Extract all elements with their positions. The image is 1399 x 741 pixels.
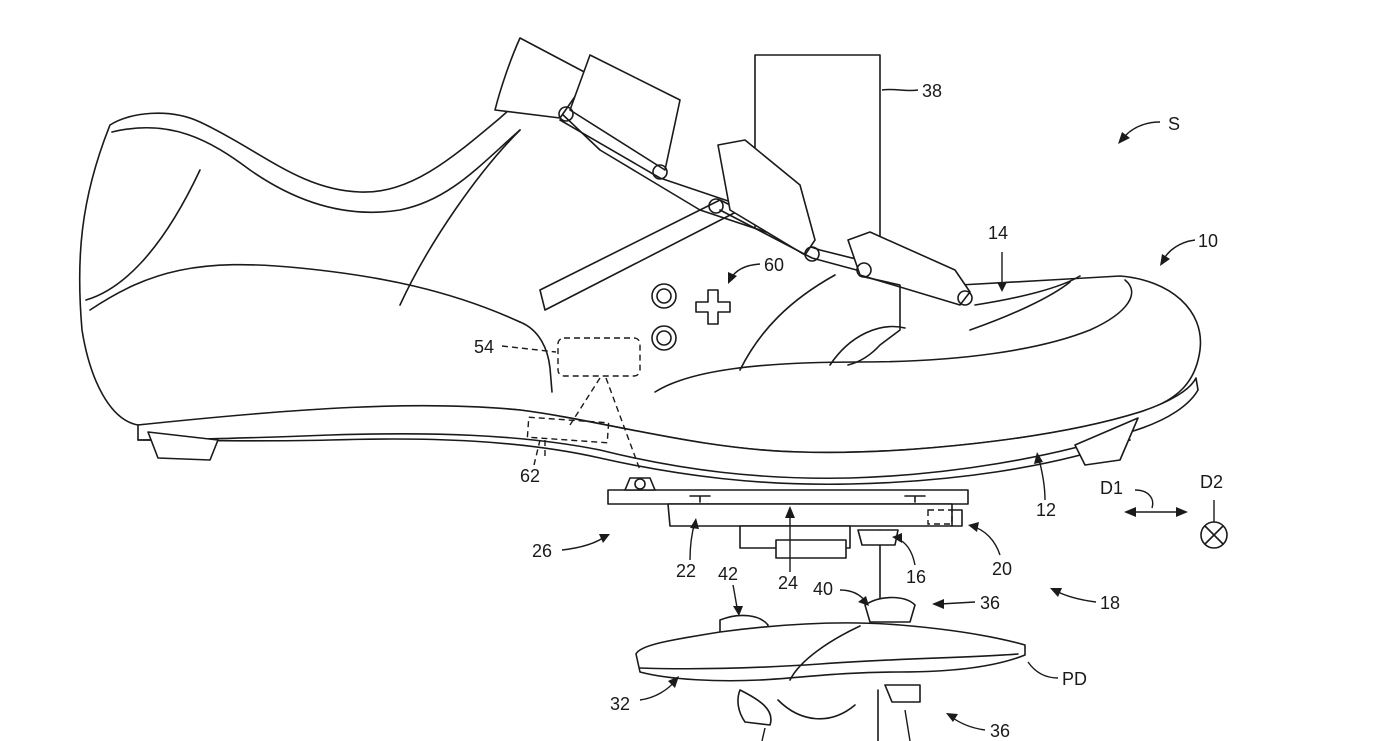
pedal (635, 596, 1026, 726)
label-36-bottom: 36 (990, 721, 1010, 741)
label-24: 24 (778, 573, 798, 593)
label-54: 54 (474, 337, 494, 357)
label-26: 26 (532, 541, 552, 561)
button-assembly (651, 283, 731, 351)
reference-labels: 38 S 10 14 60 54 62 12 D1 D2 20 16 24 22… (474, 81, 1223, 741)
cleat-assembly (607, 477, 969, 559)
hidden-components (526, 337, 641, 471)
label-s: S (1168, 114, 1180, 134)
label-22: 22 (676, 561, 696, 581)
label-60: 60 (764, 255, 784, 275)
label-62: 62 (520, 466, 540, 486)
label-16: 16 (906, 567, 926, 587)
label-10: 10 (1198, 231, 1218, 251)
label-d2: D2 (1200, 472, 1223, 492)
label-18: 18 (1100, 593, 1120, 613)
label-42: 42 (718, 564, 738, 584)
dpad-icon (695, 289, 731, 325)
label-pd: PD (1062, 669, 1087, 689)
label-14: 14 (988, 223, 1008, 243)
leader-lines (501, 88, 1228, 741)
shoe-sole (137, 377, 1199, 486)
label-40: 40 (813, 579, 833, 599)
label-12: 12 (1036, 500, 1056, 520)
label-d1: D1 (1100, 478, 1123, 498)
shoe-straps (494, 37, 973, 366)
label-36-top: 36 (980, 593, 1000, 613)
label-38: 38 (922, 81, 942, 101)
label-20: 20 (992, 559, 1012, 579)
label-32: 32 (610, 694, 630, 714)
